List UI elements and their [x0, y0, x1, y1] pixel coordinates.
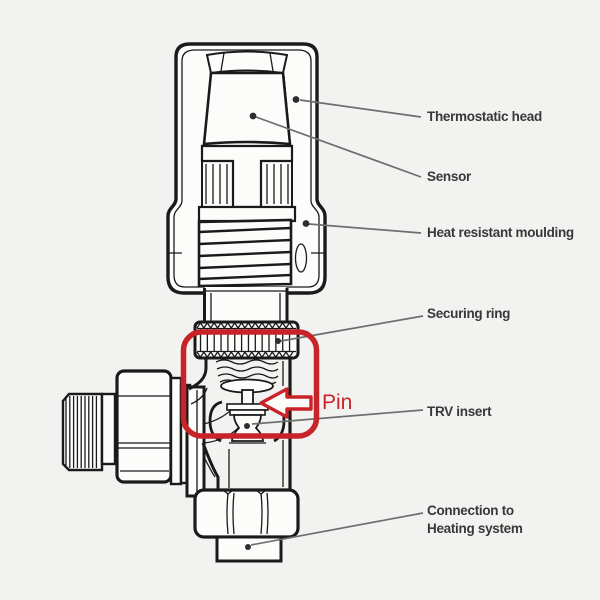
label-connection-line1: Connection to [427, 503, 514, 518]
bottom-hex-nut [193, 488, 300, 539]
label-thermostatic-head: Thermostatic head [427, 109, 542, 124]
bonnet-thread-lines [215, 359, 279, 385]
sensor-anchor-dot [249, 112, 257, 120]
thermostatic-head-anchor-dot [292, 96, 300, 103]
label-pin: Pin [322, 391, 352, 414]
left-connection-drawing [61, 369, 192, 486]
label-heat-resistant-moulding: Heat resistant moulding [427, 225, 574, 240]
pin-highlight-box [180, 329, 320, 439]
leader-securing-ring [280, 315, 424, 342]
ring-bands [197, 327, 296, 353]
sensor-body [202, 71, 292, 146]
neck-fill [205, 287, 286, 322]
adapter-step-1 [169, 376, 183, 486]
hex-nut-facets [226, 492, 269, 535]
leader-thermostatic-head [299, 99, 422, 118]
valve-body-drawing [185, 358, 292, 498]
sensor-inner-line [283, 75, 291, 143]
bonnet-left-curve [188, 358, 208, 391]
union-nut-facets [118, 395, 170, 472]
leader-lines [249, 96, 424, 546]
head-top-cap [205, 50, 289, 75]
moulding-slot [294, 243, 308, 273]
passage-curve-top [190, 387, 208, 405]
bellows-base-band [197, 205, 297, 223]
ring-teeth-bottom [196, 351, 294, 359]
part-labels: Thermostatic head Sensor Heat resistant … [427, 109, 574, 536]
label-connection-line2: Heating system [427, 521, 523, 536]
pipe-thread-lines [65, 396, 98, 468]
leader-trv-insert [251, 409, 424, 425]
pin-highlight-annotations: Pin [180, 329, 352, 439]
neck-inner-lines [210, 293, 281, 321]
trv-insert-anchor-dot [244, 423, 250, 429]
label-trv-insert: TRV insert [427, 404, 492, 419]
ring-teeth-top [196, 321, 294, 329]
spigot-collar [100, 392, 117, 466]
leader-heat-resistant-moulding [308, 223, 422, 234]
head-inner-contour [173, 49, 320, 288]
pin-arrow-icon [259, 387, 313, 419]
bottom-connection-drawing [193, 488, 300, 563]
body-bottom-sweep [201, 442, 220, 491]
leader-sensor [255, 116, 422, 178]
body-inner-walls [228, 361, 284, 488]
label-sensor: Sensor [427, 169, 472, 184]
label-securing-ring: Securing ring [427, 306, 510, 321]
union-nut [115, 369, 173, 484]
head-neck-drawing [203, 287, 289, 322]
neck-walls [203, 288, 289, 322]
bellows-slats [205, 164, 289, 204]
adjuster-coil-lines [198, 226, 292, 281]
connection-anchor-dot [245, 544, 251, 550]
moulding-anchor-dot [302, 220, 310, 227]
thermostatic-head-drawing [166, 42, 327, 295]
securing-ring-anchor-dot [275, 338, 281, 344]
cap-ticks [220, 52, 274, 72]
body-port-flange [185, 385, 206, 498]
body-bottom-sweep-inner [202, 454, 216, 478]
slat-block-edges [201, 161, 293, 207]
hex-nut-notches [222, 489, 267, 495]
leader-connection [250, 512, 424, 546]
